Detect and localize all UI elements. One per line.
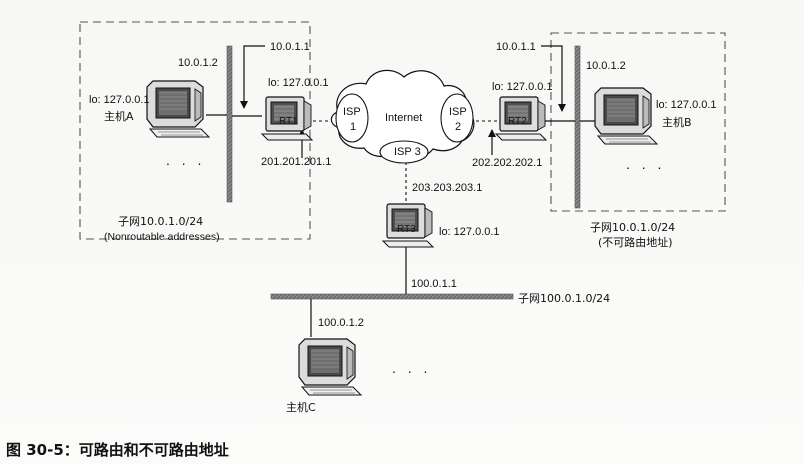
arrow-rt1-gateway — [244, 46, 265, 108]
host-b-lo-label: lo: 127.0.0.1 — [656, 99, 717, 111]
lan-bar-b — [575, 46, 580, 208]
internet-label: Internet — [385, 112, 422, 124]
network-b-subnet-label: 子网10.0.1.0/24 — [590, 221, 675, 234]
rt3-label: RT3 — [397, 224, 416, 235]
network-b-note: (不可路由地址) — [598, 235, 673, 249]
host-b-label: 主机B — [662, 115, 692, 129]
figure-caption: 图 30-5：可路由和不可路由地址 — [6, 441, 229, 459]
host-c-ip-label: 100.0.1.2 — [318, 317, 364, 329]
host-b-computer-icon — [595, 88, 657, 144]
network-a-gateway-ip: 10.0.1.1 — [270, 41, 310, 53]
rt2-public-ip: 202.202.202.1 — [472, 157, 542, 169]
isp2-label-line1: ISP — [449, 106, 467, 118]
host-c-label: 主机C — [286, 400, 316, 414]
rt3-lan-ip: 100.0.1.1 — [411, 278, 457, 290]
lan-bar-a — [227, 46, 232, 202]
network-a-note: (Nonroutable addresses) — [104, 231, 220, 243]
network-b-ellipsis: . . . — [626, 156, 665, 172]
rt1-label: RT1 — [279, 116, 298, 127]
isp2-label-line2: 2 — [455, 121, 461, 133]
isp1-label-line1: ISP — [343, 106, 361, 118]
network-c-ellipsis: . . . — [392, 360, 431, 376]
rt2-lo-label: lo: 127.0.0.1 — [492, 81, 553, 93]
rt1-lo-label: lo: 127.0.0.1 — [268, 77, 329, 89]
network-a-subnet-label: 子网10.0.1.0/24 — [118, 215, 203, 228]
isp3-label: ISP 3 — [394, 146, 421, 158]
host-c-computer-icon — [299, 339, 361, 395]
network-c-subnet-label: 子网100.0.1.0/24 — [518, 292, 610, 305]
host-a-lo-label: lo: 127.0.0.1 — [89, 94, 150, 106]
network-b-gateway-ip: 10.0.1.1 — [496, 41, 536, 53]
host-b-ip-label: 10.0.1.2 — [586, 60, 626, 72]
host-a-ip-label: 10.0.1.2 — [178, 57, 218, 69]
rt1-public-ip: 201.201.201.1 — [261, 156, 331, 168]
isp1-label-line2: 1 — [350, 121, 356, 133]
lan-bar-c — [271, 294, 513, 299]
rt2-label: RT2 — [508, 116, 527, 127]
rt3-lo-label: lo: 127.0.0.1 — [439, 226, 500, 238]
rt3-public-ip: 203.203.203.1 — [412, 182, 482, 194]
network-a-ellipsis: . . . — [166, 152, 205, 168]
host-a-computer-icon — [147, 81, 209, 137]
host-a-label: 主机A — [104, 109, 134, 123]
